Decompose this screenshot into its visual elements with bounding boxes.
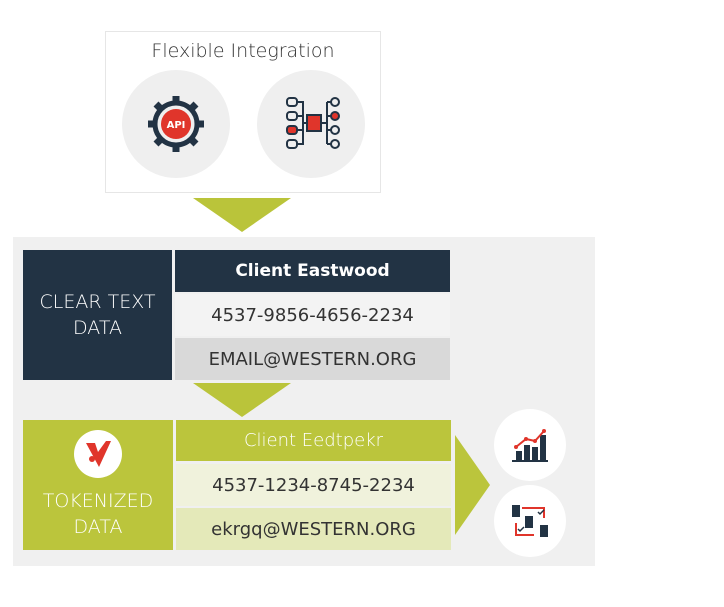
tokenization-logo-icon: [74, 430, 122, 478]
tokenized-card-number: 4537-1234-8745-2234: [176, 464, 451, 506]
flexible-integration-box: Flexible Integration API: [105, 31, 381, 193]
flow-arrow-down: [193, 198, 291, 232]
clear-card-number: 4537-9856-4656-2234: [175, 294, 450, 336]
tokenized-label: TOKENIZED DATA: [23, 420, 173, 550]
analytics-chart-icon: [494, 409, 566, 481]
tokenized-email: ekrgq@WESTERN.ORG: [176, 508, 451, 550]
data-mapping-icon: [257, 70, 365, 178]
clear-client-header: Client Eastwood: [175, 250, 450, 292]
flow-arrow-down-2: [193, 383, 291, 417]
tokenized-client-header: Client Eedtpekr: [176, 420, 451, 461]
tokenized-label-line2: DATA: [73, 516, 123, 538]
clear-text-label: CLEAR TEXT DATA: [23, 250, 172, 380]
clear-label-line1: CLEAR TEXT: [39, 291, 156, 313]
flow-arrow-right: [455, 435, 490, 535]
tokenized-label-line1: TOKENIZED: [42, 490, 154, 512]
integration-title: Flexible Integration: [151, 40, 335, 62]
workflow-documents-icon: [494, 485, 566, 557]
clear-label-line2: DATA: [73, 317, 122, 339]
clear-email: EMAIL@WESTERN.ORG: [175, 338, 450, 380]
api-label: API: [167, 120, 186, 131]
api-gear-icon: API: [122, 70, 230, 178]
